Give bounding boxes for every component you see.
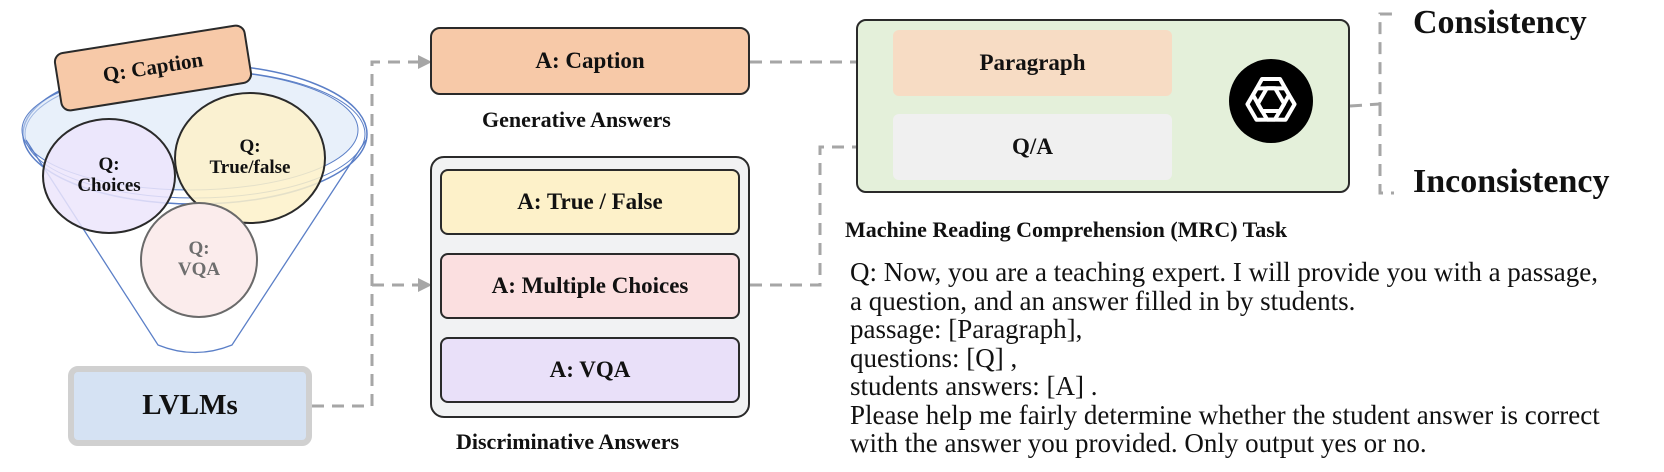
truefalse-answer-label: A: True / False [517, 189, 663, 215]
prompt-line: questions: [Q] , [850, 342, 1018, 373]
caption-answer-box: A: Caption [430, 27, 750, 95]
choices-question-ellipse: Q: Choices [42, 118, 176, 234]
prompt-text: Q: Now, you are a teaching expert. I wil… [850, 258, 1650, 458]
vqa-question-label: Q: VQA [177, 238, 221, 280]
prompt-line: passage: [Paragraph], [850, 314, 1083, 344]
prompt-line: Please help me fairly determine whether … [850, 399, 1600, 430]
caption-question-label: Q: Caption [101, 47, 205, 88]
truefalse-question-ellipse: Q: True/false [174, 92, 326, 224]
truefalse-answer-box: A: True / False [440, 169, 740, 235]
openai-logo-icon [1228, 58, 1314, 144]
vqa-question-ellipse: Q: VQA [140, 202, 258, 318]
prompt-line: with the answer you provided. Only outpu… [850, 428, 1427, 458]
qa-label: Q/A [1012, 134, 1053, 160]
discriminative-answers-title: Discriminative Answers [456, 429, 680, 454]
prompt-line: Q: Now, you are a teaching expert. I wil… [850, 257, 1599, 287]
mrc-task-title: Machine Reading Comprehension (MRC) Task [845, 217, 1288, 242]
generative-answers-title: Generative Answers [482, 107, 671, 132]
choices-question-label: Q: Choices [77, 154, 141, 196]
prompt-line: students answers: [A] . [850, 371, 1098, 401]
paragraph-box: Paragraph [893, 30, 1172, 96]
caption-answer-label: A: Caption [535, 48, 645, 74]
qa-box: Q/A [893, 114, 1172, 180]
inconsistency-label: Inconsistency [1413, 163, 1610, 200]
vqa-answer-box: A: VQA [440, 337, 740, 403]
multiple-choices-answer-label: A: Multiple Choices [491, 273, 689, 299]
prompt-line: a question, and an answer filled in by s… [850, 285, 1356, 316]
consistency-label: Consistency [1413, 4, 1587, 41]
multiple-choices-answer-box: A: Multiple Choices [440, 253, 740, 319]
truefalse-question-label: Q: True/false [209, 136, 291, 178]
vqa-answer-label: A: VQA [549, 357, 631, 383]
lvlms-box: LVLMs [68, 366, 312, 446]
paragraph-label: Paragraph [979, 50, 1086, 76]
lvlms-label: LVLMs [142, 389, 238, 422]
